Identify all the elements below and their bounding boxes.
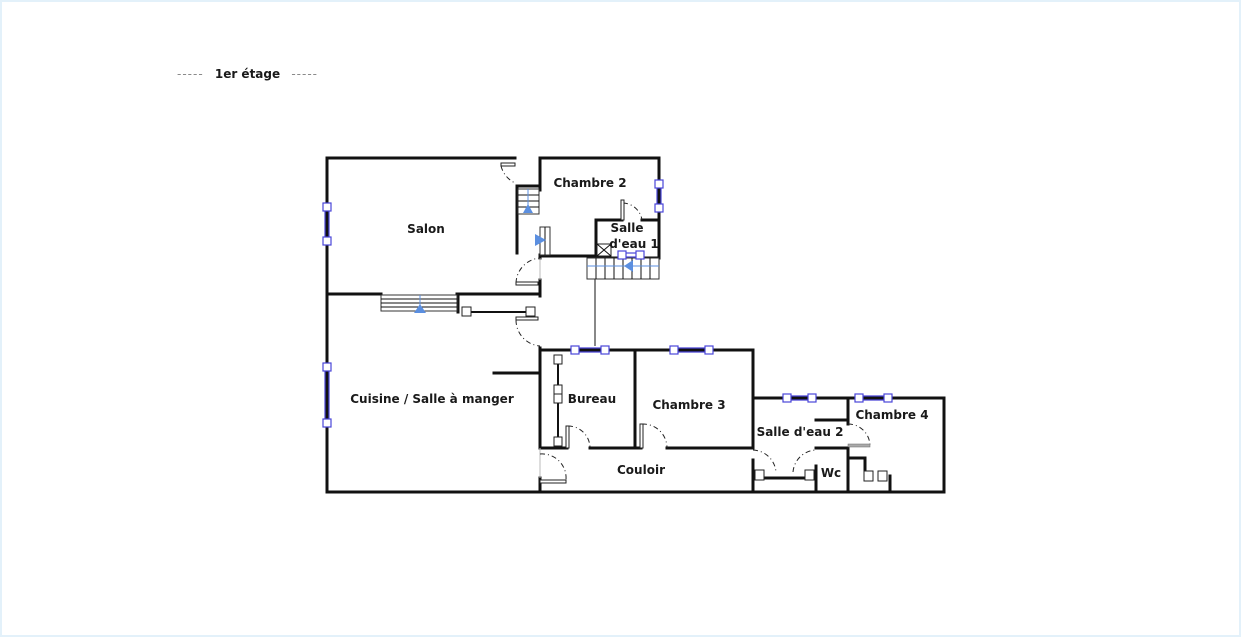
walls	[325, 156, 946, 494]
stair-arrow-icon	[414, 304, 426, 313]
fixture-square	[553, 384, 563, 395]
room-label-bureau: Bureau	[568, 392, 616, 406]
room-label-chambre4: Chambre 4	[855, 408, 928, 422]
stair-arrow-icon	[523, 204, 533, 213]
door-leaf	[500, 162, 516, 167]
window-handle	[635, 250, 645, 260]
door-cuisine-hall	[515, 319, 541, 347]
window-handle	[854, 393, 864, 403]
window-handle	[322, 202, 332, 212]
stair-arrow-icon	[624, 260, 633, 272]
door-sde1	[622, 202, 643, 221]
windows	[322, 179, 893, 428]
vent-box	[596, 243, 612, 257]
room-labels: Salon Chambre 2 Salle d'eau 1 Cuisine / …	[350, 176, 928, 480]
fixture-square	[754, 469, 765, 481]
window-handle	[654, 203, 664, 213]
window-handle	[704, 345, 714, 355]
floor-label: ----- 1er étage -----	[177, 67, 318, 81]
fixture-square	[877, 470, 888, 482]
room-label-salle-eau1-line2: d'eau 1	[609, 237, 659, 251]
window-handle	[570, 345, 580, 355]
doors	[500, 162, 871, 484]
closet-fixtures	[461, 306, 888, 482]
window-handle	[807, 393, 817, 403]
door-chambre4	[847, 423, 871, 447]
room-label-cuisine: Cuisine / Salle à manger	[350, 392, 514, 406]
fixture-square	[553, 436, 563, 447]
door-salon-hall	[515, 257, 541, 284]
door-leaf	[515, 316, 539, 321]
room-label-wc: Wc	[821, 466, 841, 480]
room-label-salle-eau2: Salle d'eau 2	[757, 425, 844, 439]
fixture-square	[525, 306, 536, 317]
room-label-salle-eau1-line1: Salle	[610, 221, 643, 235]
dash-left: -----	[177, 67, 204, 81]
window-handle	[782, 393, 792, 403]
door-couloir-cuisine	[539, 453, 567, 481]
door-leaf	[847, 443, 871, 448]
room-label-chambre2: Chambre 2	[553, 176, 626, 190]
dash-right: -----	[291, 67, 318, 81]
stair-arrow-icon	[535, 234, 546, 246]
door-leaf	[515, 281, 539, 286]
room-label-salon: Salon	[407, 222, 445, 236]
door-bureau	[567, 425, 591, 449]
room-label-chambre3: Chambre 3	[652, 398, 725, 412]
room-label-couloir: Couloir	[617, 463, 665, 477]
door-wc	[792, 449, 817, 473]
fixture-square	[553, 393, 563, 404]
window-handle	[322, 236, 332, 246]
door-leaf	[539, 479, 567, 484]
window-handle	[617, 250, 627, 260]
stairs	[380, 188, 660, 313]
window-handle	[322, 418, 332, 428]
floor-name: 1er étage	[214, 67, 281, 81]
door-sde2	[752, 449, 777, 473]
door-salon-top	[500, 165, 516, 184]
window-handle	[322, 362, 332, 372]
door-leaf	[620, 199, 625, 221]
window-handle	[654, 179, 664, 189]
window-handle	[669, 345, 679, 355]
door-leaf	[565, 425, 570, 449]
fixture-square	[863, 470, 874, 482]
fixture-square	[804, 469, 815, 481]
door-leaf	[639, 423, 644, 449]
fixture-square	[553, 354, 563, 365]
door-chambre3	[641, 423, 668, 449]
window-handle	[883, 393, 893, 403]
fixture-square	[461, 306, 472, 317]
window-handle	[600, 345, 610, 355]
